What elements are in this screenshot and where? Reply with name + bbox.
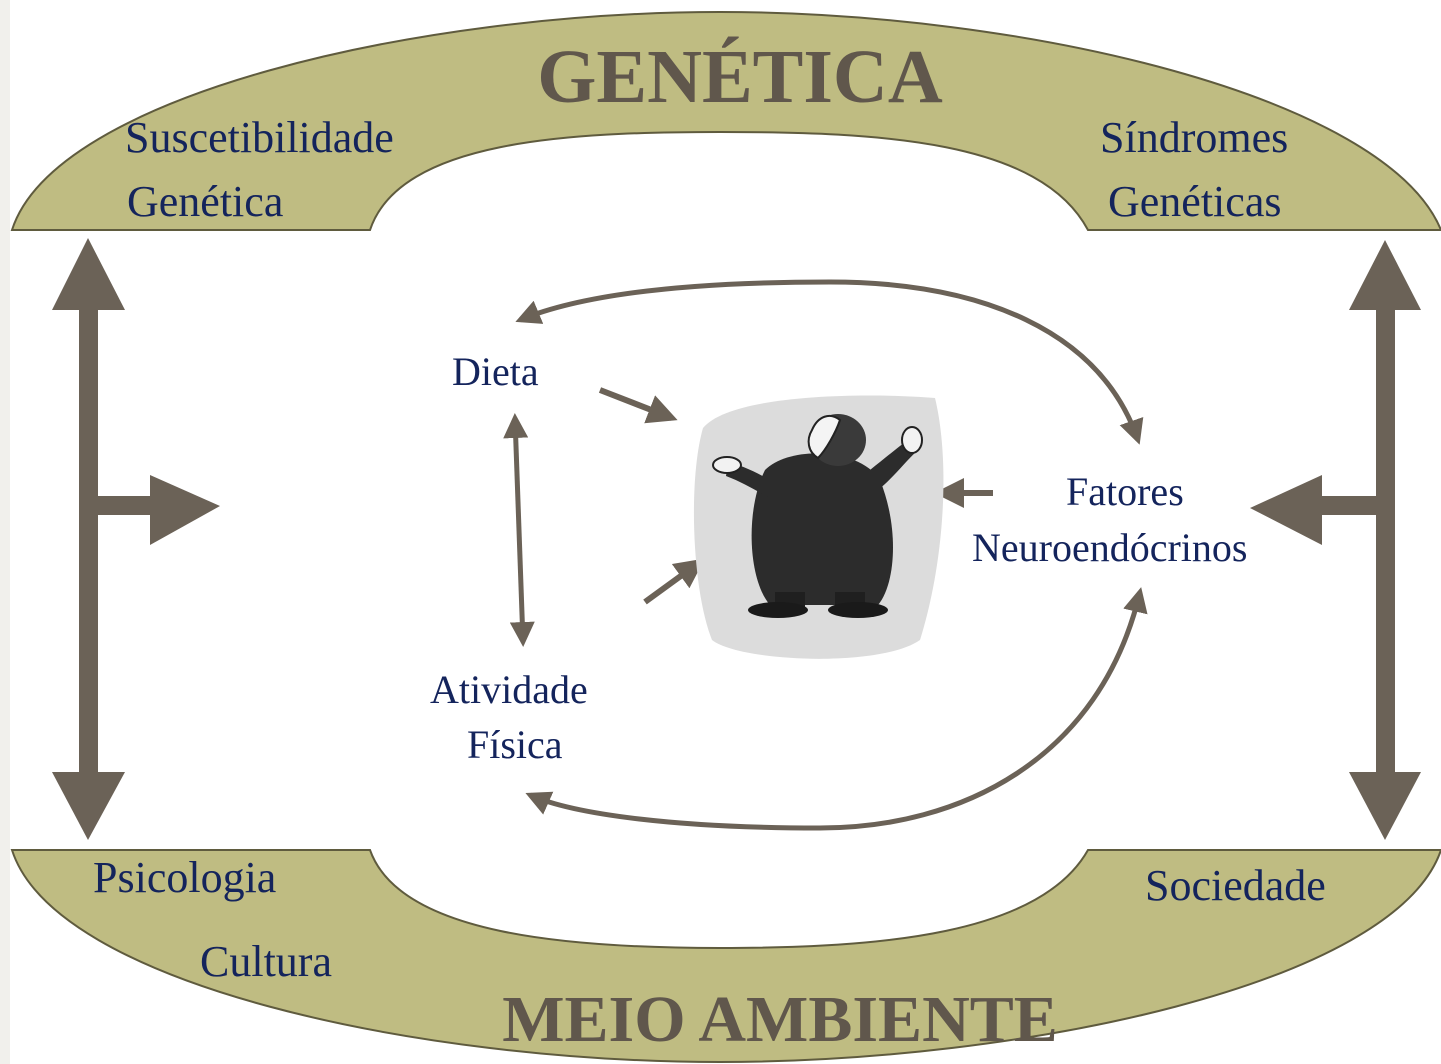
left-double-arrow [52,238,220,840]
diet-activity-arrow [503,413,535,647]
meio-ambiente-band [10,849,1441,1064]
bottom-curved-arrow [525,587,1148,831]
suscetibilidade-label-line2: Genética [127,177,284,226]
dieta-label: Dieta [452,349,539,394]
left-edge-strip [0,0,10,1064]
activity-to-figure-arrow [643,558,705,605]
right-double-arrow [1250,240,1421,840]
genetica-title: GENÉTICA [537,35,943,119]
cultura-label: Cultura [200,937,332,986]
atividade-label-line2: Física [467,722,563,767]
diet-to-figure-arrow [598,387,678,424]
fatores-label-line1: Fatores [1066,469,1184,514]
meio-ambiente-title: MEIO AMBIENTE [502,983,1058,1056]
sindromes-label-line2: Genéticas [1108,177,1282,226]
sociedade-label: Sociedade [1145,861,1326,910]
person-figure-icon [693,395,944,659]
psicologia-label: Psicologia [93,853,277,902]
suscetibilidade-label-line1: Suscetibilidade [125,113,394,162]
top-curved-arrow [515,279,1144,445]
sindromes-label-line1: Síndromes [1100,113,1289,162]
atividade-label-line1: Atividade [430,667,588,712]
genetica-band [10,10,1441,231]
neuroendocrinos-label-line2: Neuroendócrinos [972,525,1248,570]
